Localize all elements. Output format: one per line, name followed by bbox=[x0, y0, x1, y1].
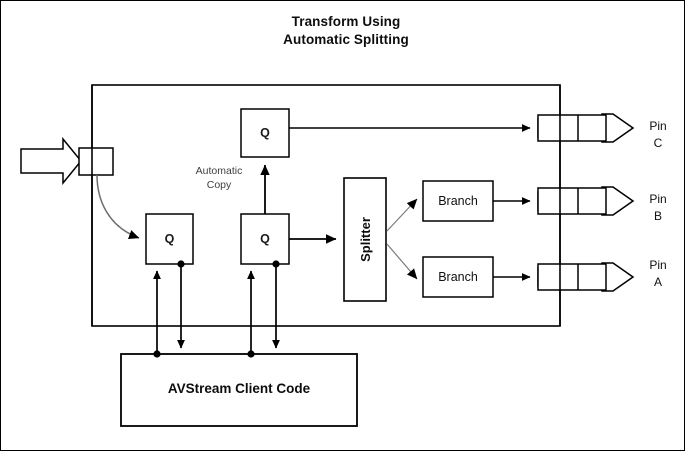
automatic-copy-line-2: Copy bbox=[206, 179, 232, 191]
branch-box-bottom-label: Branch bbox=[438, 270, 478, 284]
output-pin-b-group bbox=[537, 186, 635, 216]
output-pin-b-box bbox=[537, 187, 607, 215]
queue-box-2 bbox=[240, 213, 290, 265]
output-pin-a-box bbox=[537, 263, 607, 291]
pin-a-label-line-2: A bbox=[653, 275, 662, 289]
pin-b-label-line-2: B bbox=[653, 209, 662, 223]
pin-a-label-line-1: Pin bbox=[649, 258, 667, 272]
pin-a-label: Pin A bbox=[638, 257, 678, 291]
automatic-copy-line-1: Automatic bbox=[195, 165, 243, 177]
queue1-down-line-dot bbox=[177, 260, 185, 268]
queue2-down-line-dot bbox=[272, 260, 280, 268]
queue-box-3 bbox=[240, 108, 290, 158]
splitter-box-label-wrap: Splitter bbox=[344, 178, 386, 301]
output-pin-a-group bbox=[537, 262, 635, 292]
queue2-up-line-dot bbox=[247, 350, 255, 358]
input-stream-arrow bbox=[20, 136, 82, 186]
branch-box-top bbox=[422, 180, 494, 222]
output-pin-c-box bbox=[537, 114, 607, 142]
splitter-to-branch-top-arrow bbox=[386, 198, 418, 232]
diagram-title: Transform Using Automatic Splitting bbox=[181, 13, 511, 49]
pin-c-label: Pin C bbox=[638, 118, 678, 152]
queue1-up-line-dot bbox=[153, 350, 161, 358]
pin-c-label-line-1: Pin bbox=[649, 119, 667, 133]
splitter-box-label: Splitter bbox=[357, 217, 373, 262]
automatic-copy-annotation: Automatic Copy bbox=[186, 164, 252, 192]
avstream-client-code-box bbox=[120, 353, 358, 427]
avstream-client-code-label: AVStream Client Code bbox=[167, 381, 311, 396]
splitter-to-branch-bottom-arrow bbox=[386, 243, 418, 280]
pin-b-label-line-1: Pin bbox=[649, 192, 667, 206]
automatic-copy-connector bbox=[96, 174, 140, 239]
branch-box-top-label: Branch bbox=[438, 194, 478, 208]
diagram-title-line-1: Transform Using bbox=[291, 14, 401, 29]
pin-c-label-line-2: C bbox=[653, 136, 663, 150]
input-pin-box bbox=[78, 147, 114, 176]
diagram-title-line-2: Automatic Splitting bbox=[283, 32, 409, 47]
pin-b-label: Pin B bbox=[638, 191, 678, 225]
output-pin-c-group bbox=[537, 113, 635, 143]
queue-box-1 bbox=[145, 213, 194, 265]
splitter-box bbox=[343, 177, 387, 302]
